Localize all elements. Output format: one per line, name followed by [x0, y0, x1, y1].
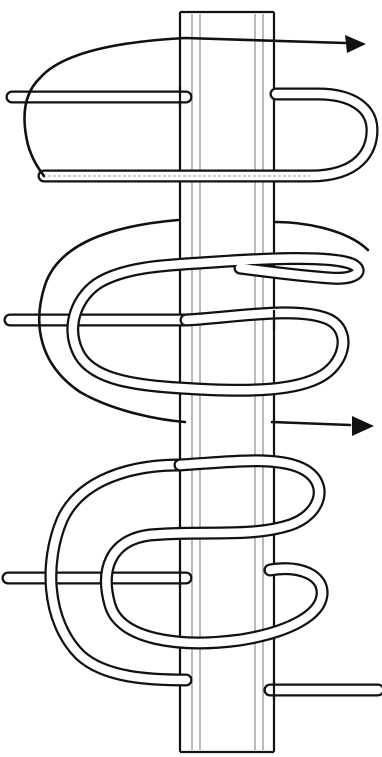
lower-arrow-head — [352, 416, 374, 436]
upper-arrow-head — [345, 35, 366, 53]
